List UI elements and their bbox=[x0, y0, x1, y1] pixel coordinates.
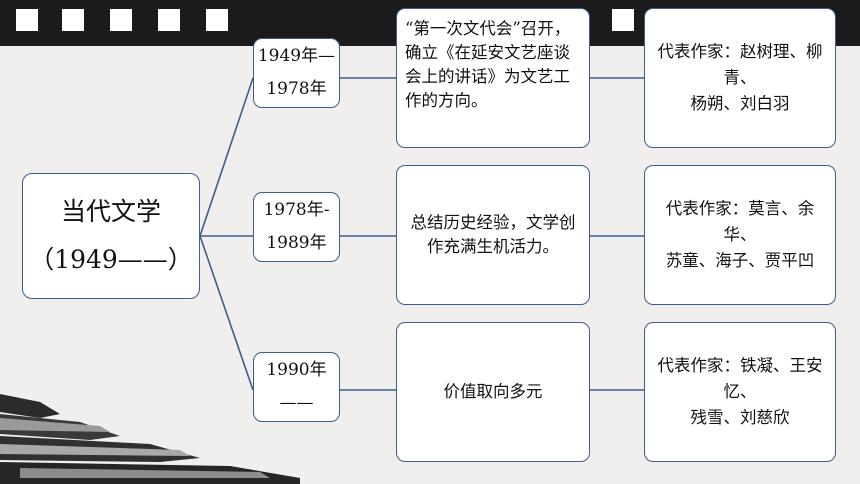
event-box-2: 总结历史经验，文学创作充满生机活力。 bbox=[396, 165, 590, 305]
event-box-3: 价值取向多元 bbox=[396, 322, 590, 462]
connector-main-period3 bbox=[199, 235, 254, 391]
writers-line: 代表作家：赵树理、柳青、 bbox=[657, 42, 823, 87]
period-box-3: 1990年—— bbox=[253, 352, 340, 422]
writers-line: 代表作家：莫言、余华、 bbox=[665, 199, 815, 244]
period-start: 1978年- bbox=[263, 200, 330, 220]
event-text: 总结历史经验，文学创作充满生机活力。 bbox=[410, 213, 576, 256]
period-end: 1978年 bbox=[266, 79, 327, 99]
film-hole bbox=[158, 9, 180, 31]
film-hole bbox=[206, 9, 228, 31]
event-text: “第一次文代会”召开，确立《在延安文艺座谈会上的讲话》为文艺工作的方向。 bbox=[405, 19, 571, 110]
writers-box-1: 代表作家：赵树理、柳青、 杨朔、刘白羽 bbox=[644, 8, 836, 148]
event-box-1: “第一次文代会”召开，确立《在延安文艺座谈会上的讲话》为文艺工作的方向。 bbox=[396, 8, 590, 148]
main-topic-range: （1949——） bbox=[29, 245, 193, 274]
film-hole bbox=[62, 9, 84, 31]
film-hole bbox=[16, 9, 38, 31]
writers-line: 苏童、海子、贾平凹 bbox=[665, 251, 815, 270]
writers-line: 杨朔、刘白羽 bbox=[690, 94, 790, 113]
writers-line: 残雪、刘慈欣 bbox=[690, 408, 790, 427]
roof-eaves-decoration bbox=[0, 394, 300, 484]
period-box-2: 1978年- 1989年 bbox=[253, 192, 340, 262]
writers-line: 代表作家：铁凝、王安忆、 bbox=[657, 356, 823, 401]
period-start: 1949年— bbox=[257, 46, 336, 66]
film-hole bbox=[110, 9, 132, 31]
film-hole bbox=[612, 9, 634, 31]
period-box-1: 1949年— 1978年 bbox=[253, 38, 340, 108]
connector-main-period1 bbox=[199, 77, 254, 237]
main-topic-title: 当代文学 bbox=[60, 197, 161, 226]
event-text: 价值取向多元 bbox=[443, 382, 543, 401]
main-topic-box: 当代文学 （1949——） bbox=[22, 173, 200, 299]
period-start: 1990年—— bbox=[266, 360, 327, 413]
writers-box-3: 代表作家：铁凝、王安忆、 残雪、刘慈欣 bbox=[644, 322, 836, 462]
period-end: 1989年 bbox=[266, 233, 327, 253]
writers-box-2: 代表作家：莫言、余华、 苏童、海子、贾平凹 bbox=[644, 165, 836, 305]
